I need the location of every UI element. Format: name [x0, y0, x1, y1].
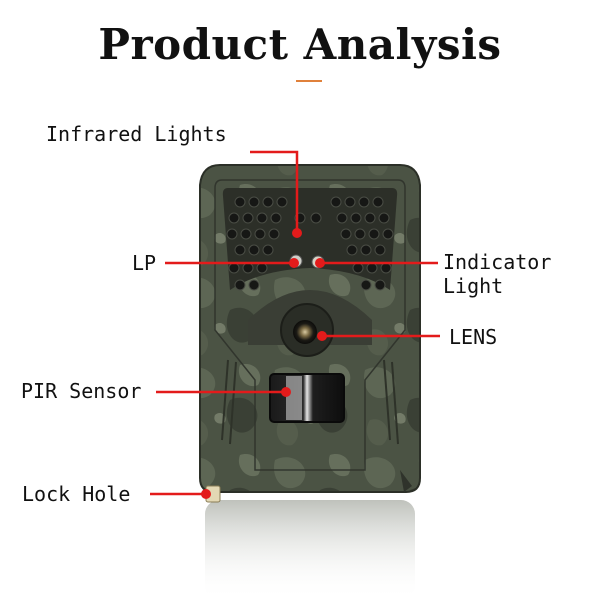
pir-sensor-window	[269, 373, 345, 423]
label-indicator-line1: Indicator	[443, 250, 552, 274]
callout-lines	[150, 150, 440, 496]
label-lens: LENS	[449, 325, 498, 349]
label-indicator-line2: Light	[443, 274, 504, 298]
callout-dots	[201, 228, 327, 499]
label-pir-sensor: PIR Sensor	[21, 379, 142, 403]
label-lock-hole: Lock Hole	[22, 482, 131, 506]
infrared-led-grid	[226, 196, 394, 291]
label-lp: LP	[132, 251, 157, 275]
camera-lens	[293, 320, 317, 344]
page-title: Product Analysis	[98, 20, 502, 69]
side-ribs	[221, 359, 399, 445]
label-infrared-lights: Infrared Lights	[46, 122, 227, 146]
label-indicator-light: Indicator Light	[443, 250, 551, 298]
title-underline	[296, 80, 322, 82]
camera-reflection	[205, 500, 415, 600]
